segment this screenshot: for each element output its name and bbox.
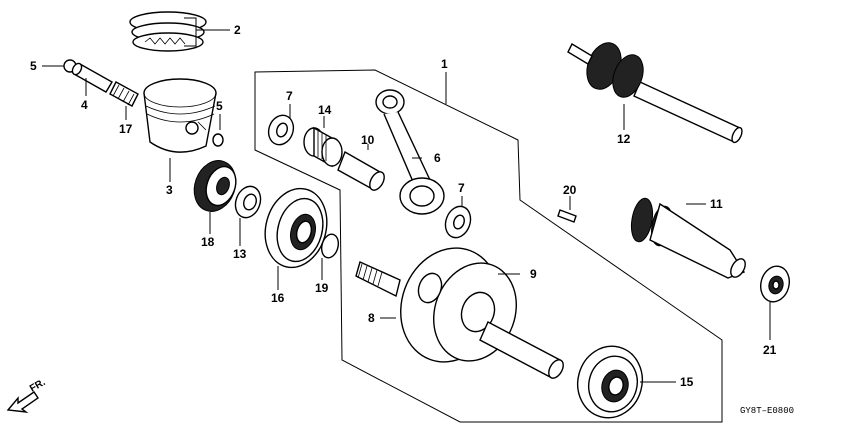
label-part-2: 2	[234, 23, 241, 37]
dowel-key	[557, 209, 577, 223]
label-part-8: 8	[368, 311, 375, 325]
label-part-18: 18	[201, 235, 215, 249]
label-part-13: 13	[233, 247, 247, 261]
main-bearing-left	[264, 187, 328, 269]
crank-pin	[337, 150, 385, 192]
label-part-20: 20	[563, 183, 577, 197]
assembly-boundary	[254, 69, 723, 423]
label-part-17: 17	[119, 122, 133, 136]
piston-pin	[71, 62, 113, 93]
diagram-code: GY8T–E0800	[740, 406, 794, 416]
crank-pin-needle-bearing	[303, 126, 343, 168]
label-part-3: 3	[166, 183, 173, 197]
crank-gear	[193, 160, 237, 212]
label-part-4: 4	[81, 98, 88, 112]
bearing-snap-ring	[320, 233, 340, 259]
front-label: FR.	[28, 377, 48, 395]
label-part-5-right: 5	[216, 99, 223, 113]
label-part-14: 14	[318, 103, 332, 117]
piston-pin-clip-right	[212, 133, 224, 147]
label-part-5-left: 5	[30, 59, 37, 73]
small-end-needle-bearing	[109, 81, 139, 107]
thrust-washer-upper	[267, 114, 295, 146]
main-bearing-right	[577, 345, 643, 419]
piston	[143, 78, 217, 153]
label-part-1: 1	[441, 57, 448, 71]
leader-lines	[42, 17, 771, 383]
label-part-15: 15	[680, 375, 694, 389]
label-part-9: 9	[530, 267, 537, 281]
label-part-11: 11	[710, 197, 723, 211]
label-part-7-right: 7	[458, 181, 465, 195]
crankshaft	[355, 247, 564, 379]
label-part-10: 10	[361, 133, 375, 147]
label-part-6: 6	[434, 151, 441, 165]
balancer-shaft	[630, 197, 746, 279]
kickstarter-spindle	[567, 42, 743, 144]
label-part-16: 16	[271, 291, 285, 305]
thrust-washer-lower	[444, 205, 472, 239]
label-part-19: 19	[315, 281, 329, 295]
thrust-washer	[234, 185, 262, 219]
connecting-rod	[375, 89, 445, 215]
balancer-bearing	[759, 265, 791, 303]
front-direction-arrow: FR.	[6, 377, 48, 413]
label-part-7-left: 7	[286, 89, 293, 103]
label-part-21: 21	[763, 343, 777, 357]
label-part-12: 12	[617, 132, 631, 146]
